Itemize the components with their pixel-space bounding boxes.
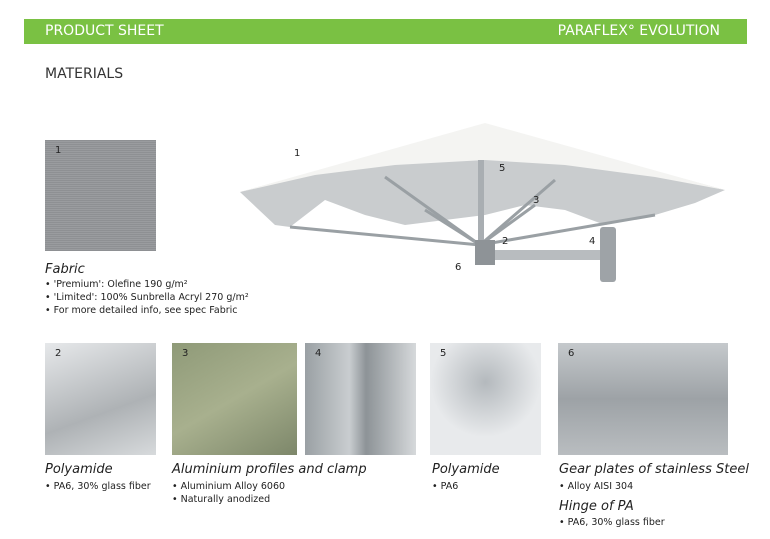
part-image-5: 5 [430,343,541,455]
callout-6: 6 [455,262,462,273]
part-image-3: 3 [172,343,297,455]
part-2-list: PA6, 30% glass fiber [45,480,151,493]
header-bar: PRODUCT SHEET PARAFLEX° EVOLUTION [24,19,747,44]
part-6-title: Gear plates of stainless Steel [559,462,749,477]
umbrella-illustration [240,123,725,282]
part-2-title: Polyamide [45,462,113,477]
callout-1: 1 [294,148,301,159]
part-image-4: 4 [305,343,416,455]
part-6-title2: Hinge of PA [559,499,634,514]
fabric-swatch-image: 1 [45,140,156,251]
callout-2: 2 [502,236,509,247]
fabric-title: Fabric [45,262,85,277]
part-6-list: Alloy AISI 304 [559,480,634,493]
part-3-title: Aluminium profiles and clamp [172,462,367,477]
section-title: MATERIALS [45,66,124,82]
fabric-list: 'Premium': Olefine 190 g/m² 'Limited': 1… [45,278,249,317]
part-image-2: 2 [45,343,156,455]
header-left: PRODUCT SHEET [45,23,164,39]
callout-4: 4 [589,236,596,247]
part-image-6: 6 [558,343,728,455]
part-6-list2: PA6, 30% glass fiber [559,516,665,529]
part-5-list: PA6 [432,480,459,493]
header-right: PARAFLEX° EVOLUTION [557,23,720,39]
callout-3: 3 [533,195,540,206]
part-5-title: Polyamide [432,462,500,477]
callout-5: 5 [499,163,506,174]
part-3-list: Aluminium Alloy 6060Naturally anodized [172,480,285,506]
